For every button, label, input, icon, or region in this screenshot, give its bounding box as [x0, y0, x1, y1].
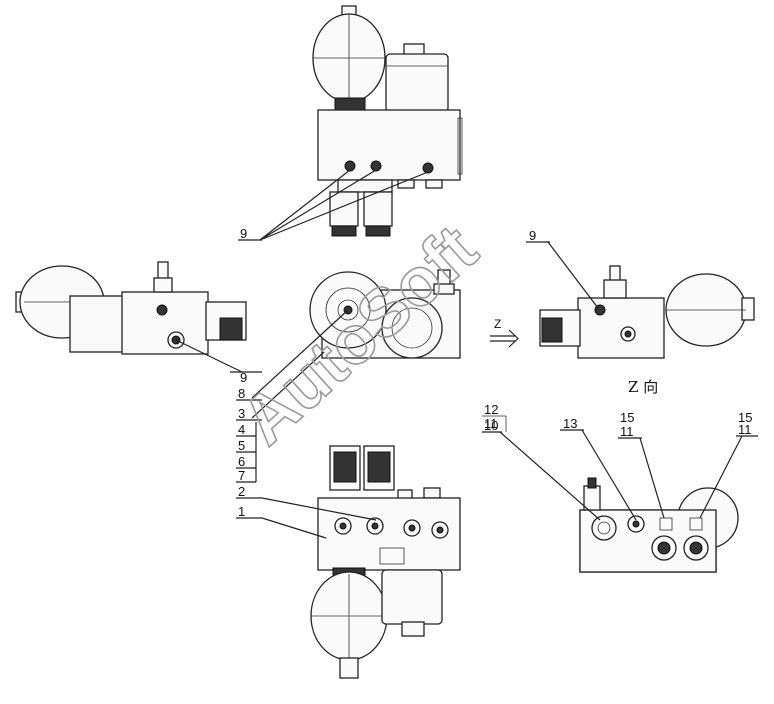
callout-11-b: 11: [738, 422, 752, 437]
valve-block-right: [577, 297, 665, 359]
callout-15-b: 15: [738, 410, 752, 425]
solenoids-top: [329, 179, 443, 237]
z-view-title: Z 向: [628, 378, 658, 396]
callout-9-left: 9: [240, 370, 247, 385]
filter-housing-bottom: [381, 569, 443, 637]
solenoid-right: [539, 265, 627, 347]
accumulator-bottom: [310, 567, 388, 679]
solenoids-bottom: [329, 445, 441, 501]
callout-13: 13: [563, 416, 577, 431]
callout-8: 8: [238, 386, 245, 401]
callout-2: 2: [238, 484, 245, 499]
top-view-assembly: [238, 5, 463, 241]
accumulator-right: [665, 273, 755, 347]
callout-10: 10: [484, 418, 498, 433]
callout-4: 4: [238, 422, 245, 437]
callout-1: 1: [238, 504, 245, 519]
filter-housing-left: [69, 295, 127, 353]
right-view-assembly: [490, 241, 755, 359]
callout-9-top: 9: [240, 226, 247, 241]
valve-block-top: [317, 109, 463, 181]
accumulator-top: [312, 5, 386, 111]
filter-housing-top: [385, 43, 449, 113]
z-view-assembly: [482, 429, 758, 573]
callout-12: 12: [484, 402, 498, 417]
callout-7: 7: [238, 468, 245, 483]
callout-15-a: 15: [620, 410, 634, 425]
center-view-assembly: [236, 269, 461, 483]
left-view-assembly: [15, 261, 262, 373]
callout-11-a: 11: [620, 424, 634, 439]
z-arrow-label: Z: [494, 317, 501, 331]
solenoid-left: [153, 261, 247, 341]
filter-end-view: [381, 297, 443, 359]
callout-9-right: 9: [529, 228, 536, 243]
callout-3: 3: [238, 406, 245, 421]
callout-5: 5: [238, 438, 245, 453]
callout-11-z: 11: [484, 416, 498, 431]
valve-block-left: [121, 291, 209, 355]
callout-6: 6: [238, 454, 245, 469]
valve-block-bottom: [317, 497, 461, 571]
bottom-view-assembly: [236, 445, 461, 679]
z-direction-arrow: [490, 329, 519, 348]
